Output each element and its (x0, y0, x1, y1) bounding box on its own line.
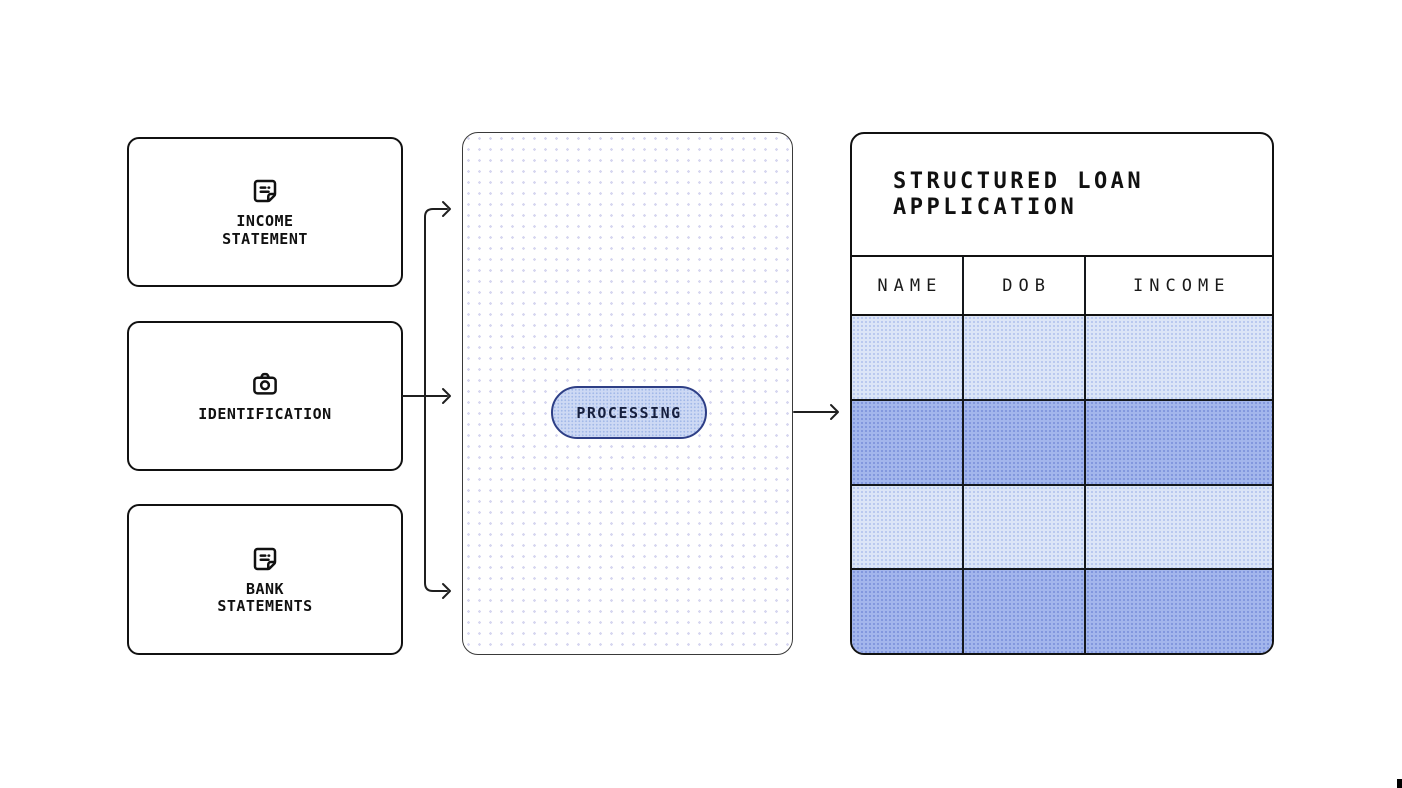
table-cell (852, 400, 964, 484)
table-cell (1085, 570, 1272, 653)
input-card-bank-statements: BANK STATEMENTS (127, 504, 403, 655)
camera-icon (250, 369, 280, 399)
table-row (852, 570, 1272, 653)
note-icon (250, 544, 280, 574)
arrowhead-output (830, 404, 839, 420)
input-card-label: IDENTIFICATION (198, 404, 332, 423)
column-header-income: INCOME (1133, 275, 1231, 296)
column-header-dob: DOB (964, 257, 1086, 314)
input-card-identification: IDENTIFICATION (127, 321, 403, 471)
input-card-label: INCOME STATEMENT (222, 212, 308, 248)
table-cell (963, 485, 1086, 569)
table-cell (963, 400, 1086, 484)
table-cell (1085, 485, 1272, 569)
table-row (852, 316, 1272, 401)
processing-pill: PROCESSING (551, 386, 707, 439)
processing-box: PROCESSING (462, 132, 793, 655)
input-card-label: BANK STATEMENTS (217, 579, 313, 615)
table-row (852, 400, 1272, 486)
arrowhead-bottom (442, 583, 451, 599)
column-header-name: NAME (852, 257, 964, 314)
table-cell (1085, 400, 1272, 484)
arrowhead-middle (442, 388, 451, 404)
cursor-artifact (1397, 779, 1402, 788)
arrowhead-top (442, 201, 451, 217)
processing-label: PROCESSING (576, 403, 682, 422)
table-cell (1085, 316, 1272, 399)
table-cell (852, 316, 964, 399)
table-row (852, 485, 1272, 571)
connector-top (424, 208, 448, 397)
table-cell (852, 485, 964, 569)
note-icon (250, 176, 280, 206)
input-card-income-statement: INCOME STATEMENT (127, 137, 403, 287)
connector-bottom (424, 395, 448, 592)
table-body (852, 316, 1272, 653)
table-cell (963, 316, 1086, 399)
table-cell (963, 570, 1086, 653)
table-cell (852, 570, 964, 653)
panel-title: STRUCTURED LOAN APPLICATION (852, 134, 1272, 257)
